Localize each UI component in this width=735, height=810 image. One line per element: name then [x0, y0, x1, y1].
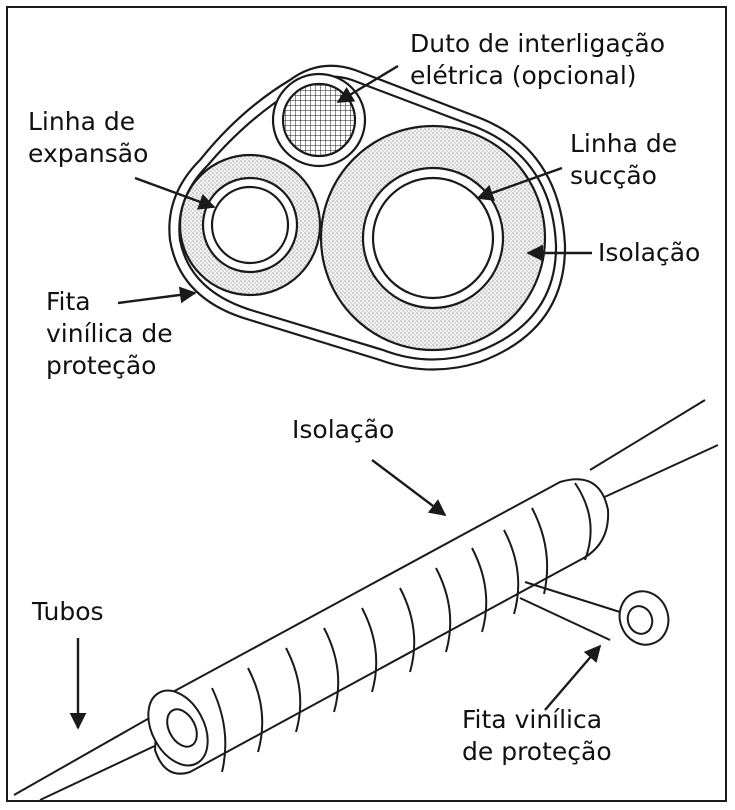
duct-label: Duto de interligação elétrica (opcional): [410, 28, 665, 92]
tape-label: Fita vinílica de proteção: [46, 286, 173, 382]
expansion-tube-inner: [210, 185, 290, 265]
expansion-arrow: [134, 176, 216, 210]
side-view: [13, 399, 719, 801]
pipe-bottom-right: [597, 444, 719, 501]
duct-arrow: [336, 64, 399, 104]
duct-label-line-2: elétrica (opcional): [410, 61, 637, 90]
electrical-duct-grid: [281, 82, 357, 158]
suction-tube-inner: [371, 176, 495, 300]
duct-branch-top: [524, 581, 621, 613]
suction-arrow: [476, 166, 563, 201]
pipe-top-right: [589, 399, 706, 471]
side-insulation-arrow: [371, 459, 447, 517]
suction-label: Linha de sucção: [570, 128, 677, 192]
pipes-label-text: Tubos: [32, 597, 104, 626]
side-tape-label-line-2: de proteção: [462, 737, 612, 766]
suction-label-line-2: sucção: [570, 161, 657, 190]
tape-label-line-2: vinílica de: [46, 319, 173, 348]
pipe-end-left: [166, 708, 198, 748]
pipe-top-left: [13, 711, 161, 796]
duct-end-inner: [626, 605, 654, 635]
side-tape-label: Fita vinílica de proteção: [462, 704, 612, 768]
side-insulation-label-text: Isolação: [292, 415, 395, 444]
tape-label-line-1: Fita: [46, 287, 91, 316]
suction-label-line-1: Linha de: [570, 129, 678, 158]
side-view-arrows: [69, 459, 602, 730]
duct-label-line-1: Duto de interligação: [410, 29, 666, 58]
tape-arrow: [117, 286, 197, 305]
insulation-label: Isolação: [598, 237, 700, 269]
expansion-label-line-2: expansão: [28, 139, 149, 168]
insulation-body: [153, 478, 610, 775]
expansion-label-line-1: Linha de: [28, 107, 136, 136]
tape-label-line-3: proteção: [46, 351, 157, 380]
cross-section-arrows: [117, 64, 592, 305]
cross-section: [168, 64, 567, 371]
side-insulation-label: Isolação: [292, 414, 394, 446]
pipes-label: Tubos: [32, 596, 104, 628]
expansion-label: Linha de expansão: [28, 106, 148, 170]
duct-branch-bottom: [519, 597, 611, 641]
insulation-label-text: Isolação: [598, 238, 701, 267]
side-tape-label-line-1: Fita vinílica: [462, 705, 603, 734]
side-tape-arrow: [544, 644, 602, 711]
